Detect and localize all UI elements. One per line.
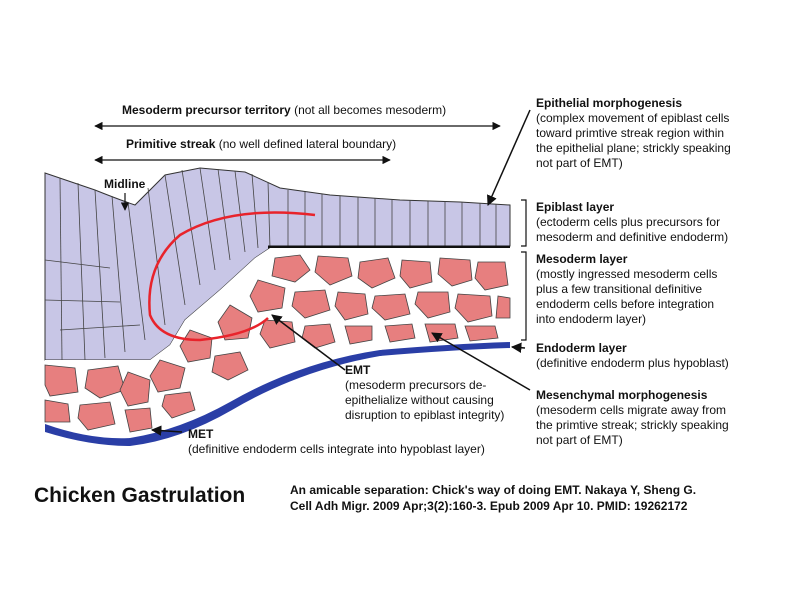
citation: An amicable separation: Chick's way of d… [290,482,696,514]
epithelial-morphogenesis-label: Epithelial morphogenesis (complex moveme… [536,96,731,171]
epithelial-morph-pointer [488,110,530,205]
mesenchymal-morphogenesis-label: Mesenchymal morphogenesis (mesoderm cell… [536,388,729,448]
page-title: Chicken Gastrulation [34,484,245,508]
endoderm-pointer [512,347,525,348]
emt-label: EMT (mesoderm precursors de- epitheliali… [345,363,504,423]
met-label: MET (definitive endoderm cells integrate… [188,427,485,457]
epiblast-bracket [521,200,526,246]
mesoderm-layer-label: Mesoderm layer (mostly ingressed mesoder… [536,252,717,327]
mesoderm-bracket [521,252,526,340]
citation-line-1: An amicable separation: Chick's way of d… [290,482,696,498]
epiblast-layer-label: Epiblast layer (ectoderm cells plus prec… [536,200,728,245]
endoderm-layer-label: Endoderm layer (definitive endoderm plus… [536,341,729,371]
midline-label: Midline [104,177,145,192]
mesoderm-precursor-label: Mesoderm precursor territory (not all be… [122,103,446,118]
citation-line-2: Cell Adh Migr. 2009 Apr;3(2):160-3. Epub… [290,498,696,514]
primitive-streak-label: Primitive streak (no well defined latera… [126,137,396,152]
